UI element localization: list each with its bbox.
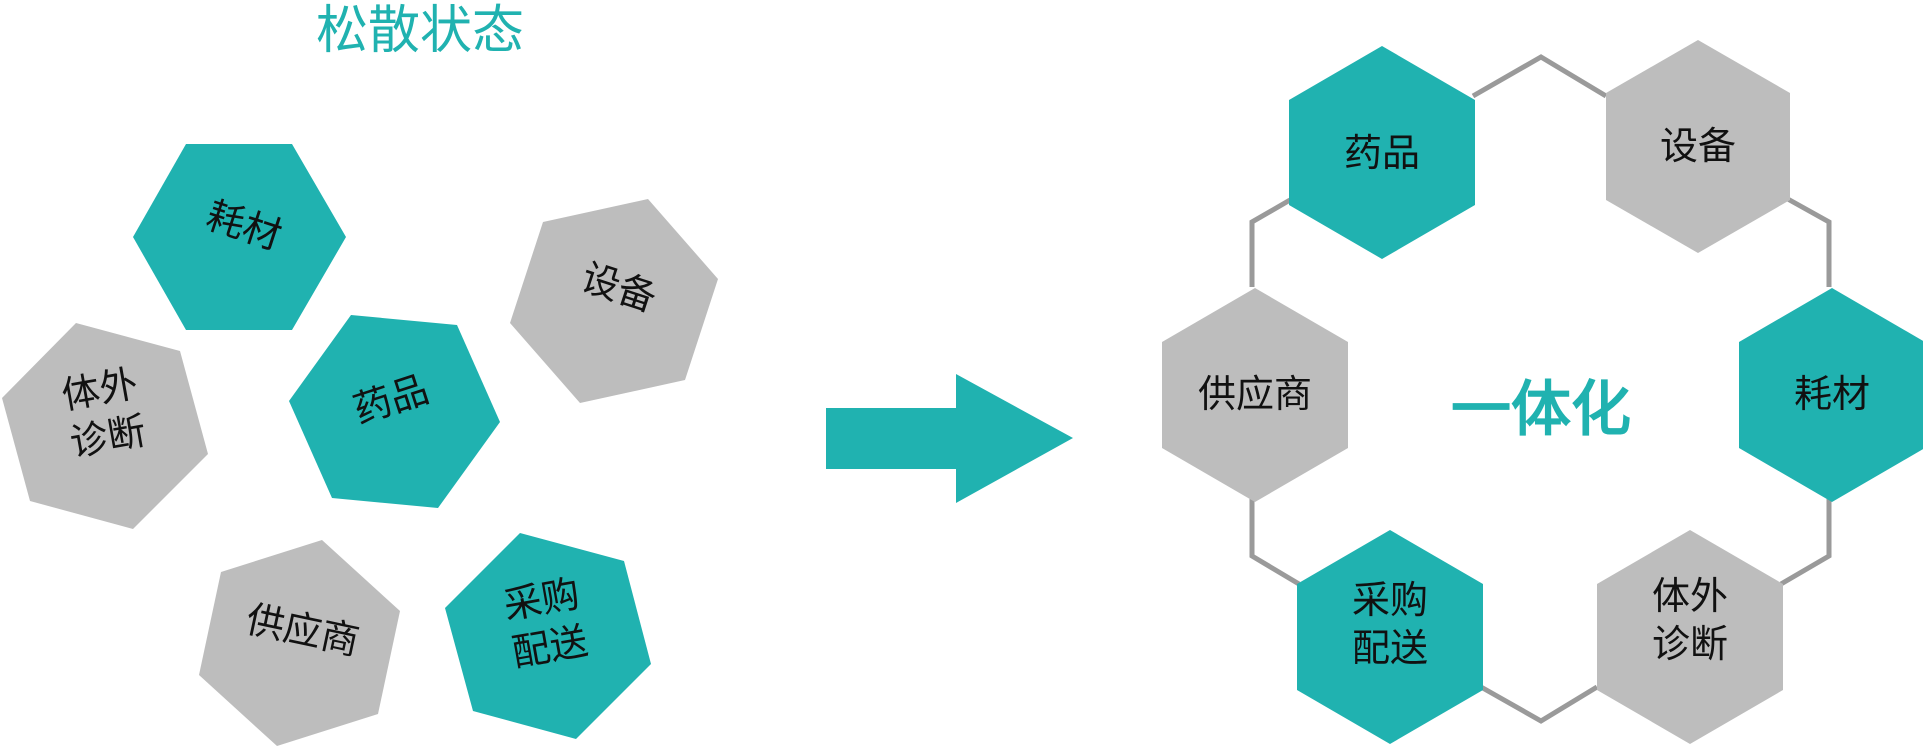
shape-fill: [133, 144, 346, 330]
shape-label: 设备: [1660, 124, 1736, 168]
shape-label: 供应商: [1198, 372, 1312, 416]
shape-label-line: 配送: [1352, 626, 1428, 670]
shape-fill: [445, 533, 651, 739]
scattered-shape-haocai: 耗材: [133, 144, 346, 330]
shape-fill: [1739, 288, 1923, 502]
hexagon-tiwai: 体外诊断: [1597, 530, 1783, 744]
center-label-integrated: 一体化: [1451, 375, 1631, 445]
shape-label-line: 采购: [1352, 578, 1428, 622]
shape-label: 体外诊断: [1652, 574, 1728, 666]
hexagon-shebei: 设备: [1606, 40, 1790, 253]
scattered-shapes: 耗材 设备 体外诊断 药品 供应商 采购配送: [2, 144, 718, 746]
scattered-shape-gongying: 供应商: [199, 540, 400, 746]
shape-label: 采购配送: [500, 571, 591, 675]
shape-fill: [2, 323, 208, 529]
left-title: 松散状态: [316, 1, 524, 61]
shape-label: 采购配送: [1352, 578, 1428, 670]
integrated-hexagons: 药品 设备 供应商 耗材 采购配送 体外诊断: [1162, 40, 1923, 744]
shape-fill: [510, 199, 718, 403]
shape-fill: [1606, 40, 1790, 253]
shape-label-line: 设备: [1660, 124, 1736, 168]
shape-label-line: 诊断: [1652, 622, 1728, 666]
shape-fill: [1289, 46, 1475, 259]
shape-label-line: 药品: [1344, 131, 1420, 175]
hexagon-caigou: 采购配送: [1297, 530, 1483, 744]
scattered-shape-yaopin: 药品: [289, 315, 500, 508]
scattered-shape-caigou: 采购配送: [445, 533, 651, 739]
shape-fill: [1162, 288, 1348, 502]
connector-ring: [1249, 54, 1832, 724]
scattered-shape-shebei: 设备: [510, 199, 718, 403]
shape-label: 耗材: [1794, 372, 1870, 416]
shape-fill: [289, 315, 500, 508]
shape-fill: [1297, 530, 1483, 744]
scattered-shape-tiwai: 体外诊断: [2, 323, 208, 529]
hexagon-haocai: 耗材: [1739, 288, 1923, 502]
hexagon-yaopin: 药品: [1289, 46, 1475, 259]
hexagon-gongying: 供应商: [1162, 288, 1348, 502]
shape-fill: [199, 540, 400, 746]
shape-fill: [1597, 530, 1783, 744]
shape-label-line: 体外: [1652, 574, 1728, 618]
shape-label-line: 供应商: [1198, 372, 1312, 416]
shape-label: 药品: [1344, 131, 1420, 175]
transition-arrow: [826, 374, 1073, 503]
shape-label-line: 耗材: [1794, 372, 1870, 416]
